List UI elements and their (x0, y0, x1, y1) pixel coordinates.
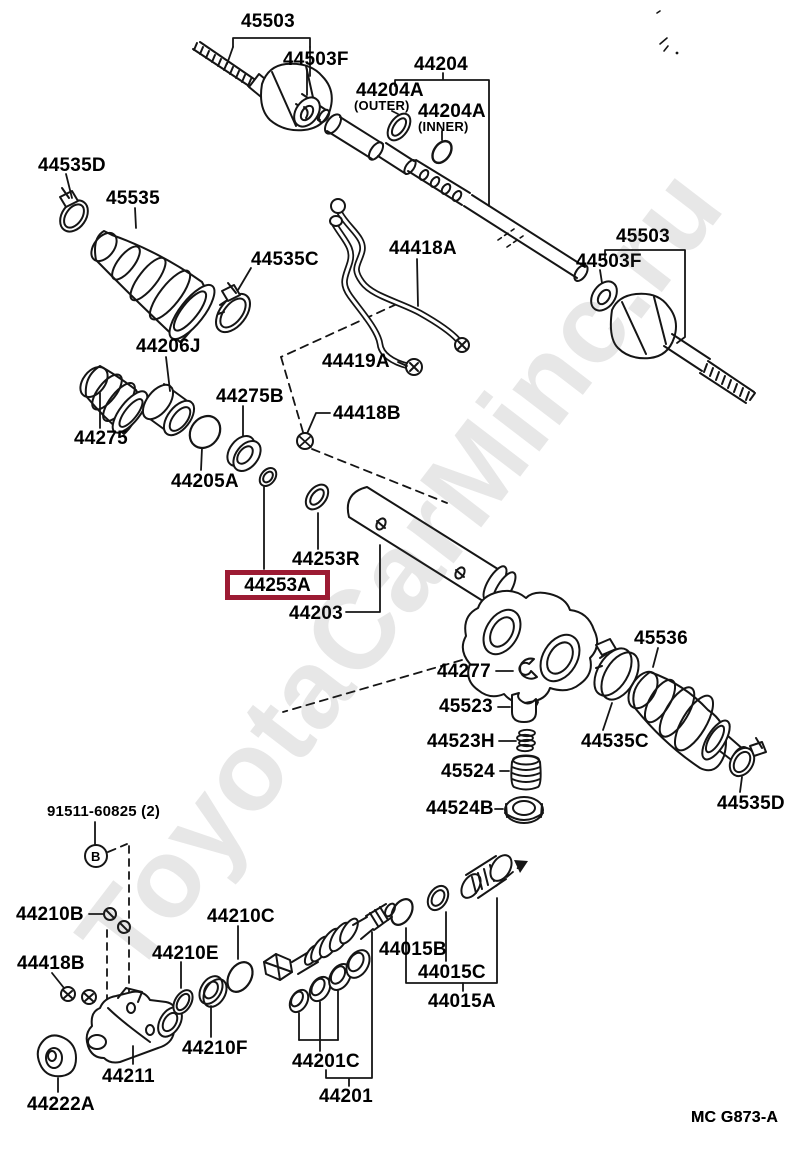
grommet-44222a (38, 1035, 76, 1076)
part-label-44275: 44275 (74, 428, 128, 449)
tie-rod-right (586, 277, 755, 403)
boot-45536 (622, 667, 752, 772)
seal-44210e (169, 987, 196, 1018)
bolts-44210b (104, 908, 130, 933)
part-label-45503-right: 45503 (616, 226, 670, 247)
part-label-44204a-inner: 44204A (418, 101, 486, 122)
part-label-44277: 44277 (437, 661, 491, 682)
valve-body-44211 (87, 988, 187, 1063)
leader-lines (52, 38, 742, 1092)
part-label-44535c-left: 44535C (251, 249, 319, 270)
part-label-44204a-inner-sub: (INNER) (418, 119, 469, 134)
oring-44204a-inner (429, 138, 456, 167)
part-label-44201: 44201 (319, 1086, 373, 1107)
seal-44015c (424, 882, 453, 914)
seal-44253r-part (301, 480, 332, 513)
part-label-45523: 45523 (439, 696, 493, 717)
part-label-45535: 45535 (106, 188, 160, 209)
part-label-44015b: 44015B (379, 939, 447, 960)
plug-44015a (457, 851, 515, 901)
rack-tube-44203 (348, 487, 520, 609)
part-label-45536: 45536 (634, 628, 688, 649)
clamp-44535d-left (54, 188, 93, 237)
part-label-44419a: 44419A (322, 351, 390, 372)
clip-44277 (519, 659, 537, 679)
washer-44503f-left (289, 93, 325, 132)
assembly-arrowhead (514, 860, 528, 873)
highlighted-part-label: 44253A (244, 574, 311, 596)
oring-44205a (184, 410, 227, 454)
part-label-44205a: 44205A (171, 471, 239, 492)
rings-44201c (286, 946, 374, 1015)
spring-44523h (517, 730, 535, 751)
part-label-44253r: 44253R (292, 549, 360, 570)
screws-44418b-bottom (61, 987, 96, 1004)
oring-44210c (222, 958, 257, 997)
part-label-91511: 91511-60825 (2) (47, 803, 161, 820)
part-label-44204a-outer-sub: (OUTER) (354, 98, 410, 113)
part-label-44418b-bottom: 44418B (17, 953, 85, 974)
part-label-44204a-outer: 44204A (356, 80, 424, 101)
part-label-44523h: 44523H (427, 731, 495, 752)
part-label-44503f-right: 44503F (576, 251, 642, 272)
gear-housing (463, 591, 597, 710)
part-label-44210f: 44210F (182, 1038, 248, 1059)
part-label-44524b: 44524B (426, 798, 494, 819)
part-label-44210e: 44210E (152, 943, 219, 964)
clamp-44535c-left (209, 283, 257, 338)
part-label-44222a: 44222A (27, 1094, 95, 1115)
part-label-44211: 44211 (102, 1066, 155, 1087)
part-label-44204: 44204 (414, 54, 468, 75)
boot-44275 (75, 362, 153, 438)
part-label-bolt-code-b: B (91, 849, 101, 864)
part-label-44210c: 44210C (207, 906, 275, 927)
pipes-44418a (330, 199, 469, 375)
part-label-45524: 45524 (441, 761, 495, 782)
seal-44204a-outer (383, 110, 415, 145)
part-label-44210b: 44210B (16, 904, 84, 925)
ring-44253a-part (256, 465, 279, 489)
part-label-44015a: 44015A (428, 991, 496, 1012)
part-label-mc-code: MC G873-A (691, 1109, 779, 1126)
bearing-44275b (222, 431, 266, 476)
part-label-44201c: 44201C (292, 1051, 360, 1072)
dashed-assembly-lines (107, 304, 519, 1004)
part-label-44535d-right: 44535D (717, 793, 785, 814)
part-label-44203: 44203 (289, 603, 343, 624)
boot-45535 (86, 228, 222, 345)
part-label-44275b: 44275B (216, 386, 284, 407)
scan-artifacts (657, 11, 679, 55)
part-label-44535d-left: 44535D (38, 155, 106, 176)
diagram-code: MC G873-A (691, 1109, 779, 1126)
part-label-44535c-right: 44535C (581, 731, 649, 752)
oring-44015b (387, 895, 417, 928)
clamp-44535c-right (587, 639, 646, 706)
part-label-44206j: 44206J (136, 336, 201, 357)
part-label-45503-left: 45503 (241, 11, 295, 32)
clamp-44535d-right (725, 738, 766, 781)
highlighted-part-box: 44253A (225, 570, 330, 600)
part-label-44015c: 44015C (418, 962, 486, 983)
guide-45523 (512, 693, 536, 722)
part-label-44418a: 44418A (389, 238, 457, 259)
rack-bar (322, 112, 590, 284)
bolt-b-circle (85, 845, 107, 867)
bushing-44206j (137, 379, 200, 440)
part-label-44503f-left: 44503F (283, 49, 349, 70)
plug-45524 (511, 756, 540, 790)
locknut-44524b (505, 797, 543, 823)
part-label-44418b-mid: 44418B (333, 403, 401, 424)
bearing-44210f (195, 972, 232, 1011)
input-shaft-44201 (264, 902, 397, 980)
